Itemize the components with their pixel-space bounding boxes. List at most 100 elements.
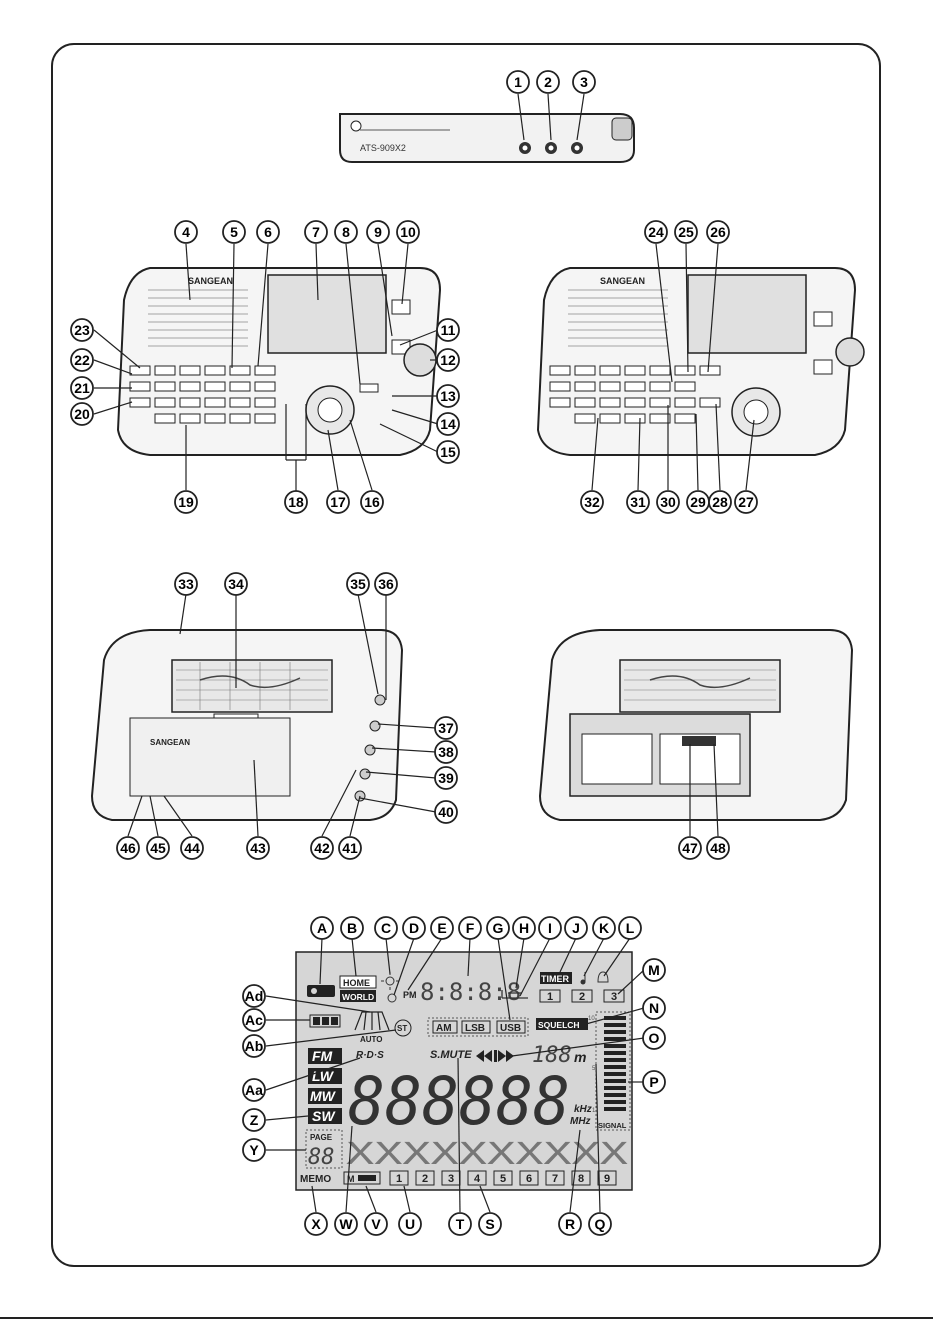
callout-circle	[334, 220, 358, 244]
callout-label: 4	[182, 224, 190, 240]
callout-31: 31	[626, 490, 650, 514]
callout-p: P	[642, 1070, 666, 1094]
callout-label: 30	[660, 494, 676, 510]
callout-label: Q	[595, 1216, 606, 1232]
callout-x: X	[304, 1212, 328, 1236]
callout-circle	[366, 220, 390, 244]
lcd-memo: MEMO	[300, 1174, 331, 1185]
callout-42: 42	[310, 836, 334, 860]
callout-circle	[434, 800, 458, 824]
front-brand-text: SANGEAN	[188, 276, 233, 286]
callout-label: 22	[74, 352, 90, 368]
lcd-preset-2: 2	[422, 1173, 428, 1185]
lcd-scale-5: 5	[592, 1066, 596, 1072]
lcd-preset-5: 5	[500, 1173, 506, 1185]
callout-label: 27	[738, 494, 754, 510]
callout-label: A	[317, 920, 327, 936]
lcd-preset-7: 7	[552, 1173, 558, 1185]
callout-m: M	[642, 958, 666, 982]
callout-ad: Ad	[242, 984, 266, 1008]
callout-circle	[334, 1212, 358, 1236]
callout-label: F	[466, 920, 475, 936]
callout-label: 23	[74, 322, 90, 338]
callout-27: 27	[734, 490, 758, 514]
callout-24: 24	[644, 220, 668, 244]
callout-label: 17	[330, 494, 346, 510]
lcd-meter-digits: 188	[532, 1043, 572, 1068]
callout-b: B	[340, 916, 364, 940]
front2-brand-text: SANGEAN	[600, 276, 645, 286]
radio-back-view-2	[538, 629, 854, 821]
callout-label: 31	[630, 494, 646, 510]
callout-circle	[242, 1108, 266, 1132]
callout-26: 26	[706, 220, 730, 244]
callout-29: 29	[686, 490, 710, 514]
callout-circle	[536, 70, 560, 94]
callout-37: 37	[434, 716, 458, 740]
lcd-preset-4: 4	[474, 1173, 481, 1185]
callout-label: 5	[230, 224, 238, 240]
lcd-am: AM	[436, 1023, 452, 1034]
lcd-preset-9: 9	[604, 1173, 610, 1185]
callout-22: 22	[70, 348, 94, 372]
callout-circle	[564, 916, 588, 940]
callout-label: 11	[441, 322, 456, 338]
lcd-preset-top-1: 1	[547, 991, 553, 1003]
callout-label: 6	[264, 224, 272, 240]
callout-n: N	[642, 996, 666, 1020]
callout-7: 7	[304, 220, 328, 244]
callout-r: R	[558, 1212, 582, 1236]
callout-46: 46	[116, 836, 140, 860]
callout-36: 36	[374, 572, 398, 596]
callout-label: 19	[178, 494, 194, 510]
radio-back-view: SANGEAN	[90, 629, 404, 821]
callout-circle	[180, 836, 204, 860]
clock-icon	[387, 993, 397, 1003]
lcd-page-digits: 88	[308, 1145, 335, 1170]
callout-label: W	[339, 1216, 353, 1232]
callout-circle	[538, 916, 562, 940]
callout-30: 30	[656, 490, 680, 514]
callout-label: 47	[682, 840, 698, 856]
callout-label: 32	[584, 494, 600, 510]
callout-circle	[734, 490, 758, 514]
callout-circle	[644, 220, 668, 244]
callout-35: 35	[346, 572, 370, 596]
callout-label: 20	[74, 406, 90, 422]
lcd-st: ST	[397, 1024, 407, 1033]
callout-label: L	[626, 920, 635, 936]
callout-6: 6	[256, 220, 280, 244]
callout-circle	[436, 318, 460, 342]
callout-circle	[706, 220, 730, 244]
callout-circle	[174, 490, 198, 514]
callout-label: Ad	[245, 988, 264, 1004]
callout-circle	[70, 318, 94, 342]
callout-circle	[146, 836, 170, 860]
callout-circle	[486, 916, 510, 940]
callout-circle	[642, 1026, 666, 1050]
lcd-timer: TIMER	[541, 974, 569, 984]
callout-label: 33	[178, 576, 194, 592]
callout-label: 44	[184, 840, 200, 856]
callout-15: 15	[436, 440, 460, 464]
callout-i: I	[538, 916, 562, 940]
callout-16: 16	[360, 490, 384, 514]
callout-circle	[116, 836, 140, 860]
callout-label: 3	[580, 74, 588, 90]
callout-circle	[430, 916, 454, 940]
callout-label: 46	[120, 840, 136, 856]
callout-aa: Aa	[242, 1078, 266, 1102]
callout-14: 14	[436, 412, 460, 436]
callout-circle	[256, 220, 280, 244]
callout-j: J	[564, 916, 588, 940]
callout-circle	[242, 1034, 266, 1058]
callout-label: S	[485, 1216, 494, 1232]
callout-44: 44	[180, 836, 204, 860]
callout-39: 39	[434, 766, 458, 790]
callout-label: V	[371, 1216, 381, 1232]
callout-label: 8	[342, 224, 350, 240]
lcd-pm: PM	[403, 990, 417, 1000]
callout-circle	[326, 490, 350, 514]
callout-label: 7	[312, 224, 320, 240]
